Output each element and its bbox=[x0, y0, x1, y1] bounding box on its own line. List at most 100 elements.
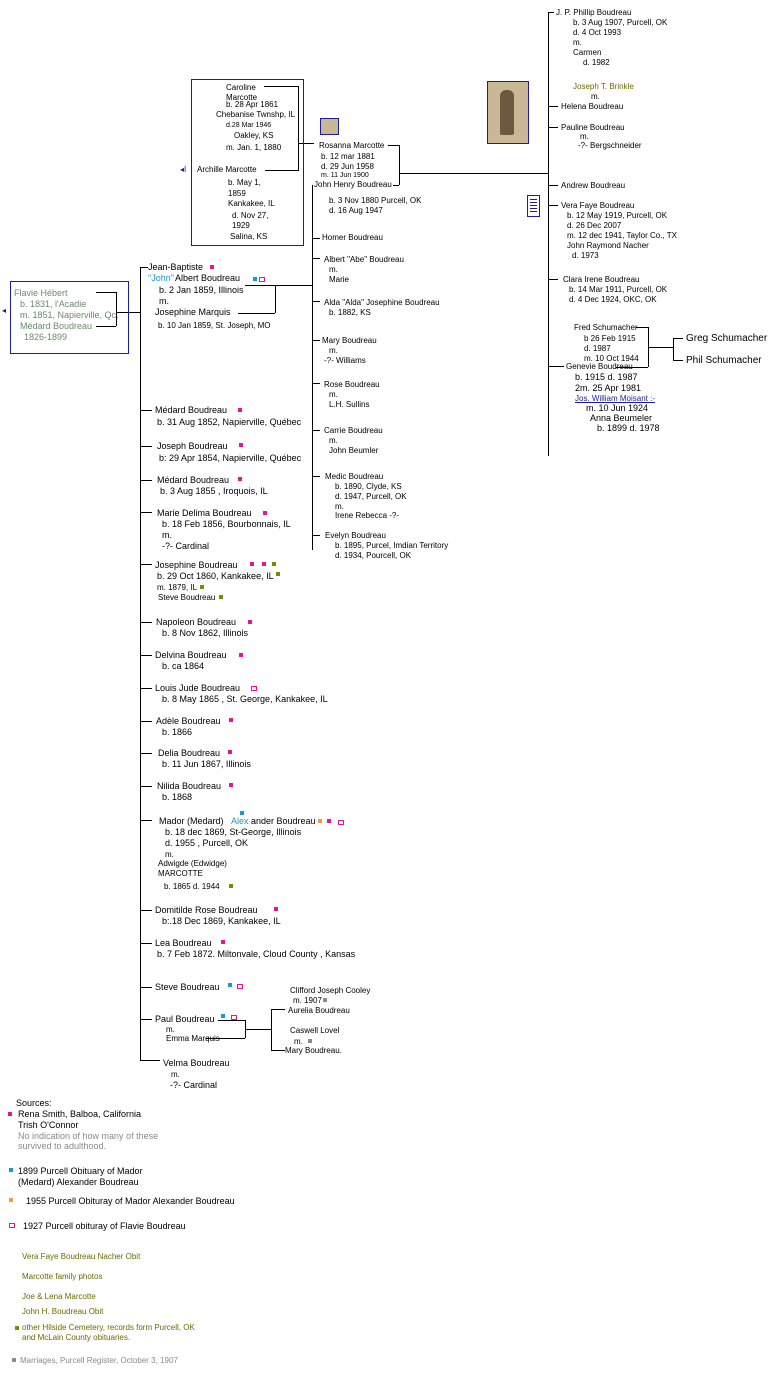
source-marker-1927 bbox=[259, 277, 265, 282]
john-obit-link[interactable]: John H. Boudreau Obit bbox=[22, 1307, 104, 1316]
vera-obit-link[interactable]: Vera Faye Boudreau Nacher Obit bbox=[22, 1252, 141, 1261]
connector bbox=[271, 1050, 285, 1051]
obituary-document-icon[interactable] bbox=[527, 195, 540, 217]
connector bbox=[140, 446, 152, 447]
connector bbox=[96, 326, 116, 327]
navigate-back-arrow[interactable]: ◂ bbox=[2, 306, 7, 315]
joe-lena-link[interactable]: Joe & Lena Marcotte bbox=[22, 1292, 96, 1301]
rosanna-birth: b. 12 mar 1881 bbox=[321, 152, 375, 161]
navigate-back-arrow[interactable]: ◂I bbox=[180, 165, 187, 174]
connector bbox=[140, 721, 152, 722]
archille-name: Archille Marcotte bbox=[197, 165, 257, 174]
source-marker bbox=[229, 783, 233, 787]
connector bbox=[548, 366, 564, 367]
child-birth: b. 1890, Clyde, KS bbox=[335, 482, 402, 491]
connector bbox=[548, 279, 558, 280]
sibling-birth: b. 8 May 1865 , St. George, Kankakee, IL bbox=[162, 694, 328, 704]
spouse-name: L.H. Sullins bbox=[329, 400, 370, 409]
source-marker-rena bbox=[210, 265, 214, 269]
spouse-name: Steve Boudreau bbox=[158, 593, 216, 602]
source-marker bbox=[238, 477, 242, 481]
second-marriage: 2m. 25 Apr 1981 bbox=[575, 383, 642, 393]
family-photo-thumbnail[interactable] bbox=[487, 81, 529, 144]
connector bbox=[96, 292, 116, 293]
connector bbox=[673, 338, 683, 339]
rosanna-photo-thumbnail[interactable] bbox=[320, 118, 339, 135]
spouse-label: m. bbox=[294, 1037, 303, 1046]
child-death: d. 1934, Pourcell, OK bbox=[335, 551, 412, 560]
archille-birth-year: 1859 bbox=[228, 189, 246, 198]
spouse-label: m. bbox=[580, 132, 589, 141]
birth: b 26 Feb 1915 bbox=[584, 334, 636, 343]
connector bbox=[265, 170, 299, 171]
caroline-birth: b. 28 Apr 1861 bbox=[226, 100, 279, 109]
connector bbox=[245, 1029, 271, 1030]
mador-surname: ander Boudreau bbox=[251, 816, 316, 826]
death: d. 4 Dec 1924, OKC, OK bbox=[569, 295, 657, 304]
spouse-name: John Raymond Nacher bbox=[567, 241, 649, 250]
connector bbox=[673, 360, 683, 361]
connector bbox=[636, 327, 648, 328]
spouse-label: m. bbox=[329, 436, 338, 445]
source-1899-obituary-continued: (Medard) Alexander Boudreau bbox=[18, 1177, 139, 1187]
rosanna-death: d. 29 Jun 1958 bbox=[321, 162, 374, 171]
source-marker bbox=[200, 585, 204, 589]
spouse-death: d. 1973 bbox=[572, 251, 599, 260]
hillside-cemetery-continued: and McLain County obituaries. bbox=[22, 1333, 131, 1342]
jos-moisant-link[interactable]: Jos. William Moisant :- bbox=[575, 394, 656, 403]
child-homer: Homer Boudreau bbox=[322, 233, 383, 242]
marcotte-photos-link[interactable]: Marcotte family photos bbox=[22, 1272, 103, 1281]
john-henry-birth: b. 3 Nov 1880 Purcell, OK bbox=[329, 196, 422, 205]
hillside-cemetery-link[interactable]: other Hilside Cemetery, records form Pur… bbox=[22, 1323, 195, 1332]
marriage: m. 10 Oct 1944 bbox=[584, 354, 639, 363]
rosanna-name: Rosanna Marcotte bbox=[319, 141, 385, 150]
connector bbox=[140, 943, 152, 944]
mador-name-link: Alex bbox=[231, 816, 249, 826]
source-marker bbox=[276, 572, 280, 576]
connector bbox=[548, 106, 558, 107]
spouse-name: Emma Marquis bbox=[166, 1034, 220, 1043]
caroline-birthplace: Chebanise Twnshp, IL bbox=[216, 110, 296, 119]
child-birth: b. 1882, KS bbox=[329, 308, 371, 317]
sibling-nilida: Nilida Boudreau bbox=[157, 781, 222, 791]
connector bbox=[673, 338, 674, 360]
connector bbox=[140, 1019, 152, 1020]
source-marker bbox=[272, 562, 276, 566]
sibling-josephine: Josephine Boudreau bbox=[155, 560, 238, 570]
source-marker bbox=[221, 940, 225, 944]
child-albert-abe: Albert "Abe" Boudreau bbox=[324, 255, 404, 264]
medard-name: Médard Boudreau bbox=[20, 321, 93, 331]
sibling-napoleon: Napoleon Boudreau bbox=[156, 617, 237, 627]
connector bbox=[140, 267, 148, 268]
child-birth: b. 1895, Purcel, Imdian Territory bbox=[335, 541, 449, 550]
source-1955-obituary: 1955 Purcell Obituray of Mador Alexander… bbox=[26, 1196, 235, 1206]
birth: b. 2 Jan 1859, Illinois bbox=[159, 285, 244, 295]
source-marker bbox=[228, 750, 232, 754]
spouse-label: m. bbox=[165, 850, 174, 859]
archille-birthplace: Kankakee, IL bbox=[228, 199, 275, 208]
marriage: m. 12 dec 1941, Taylor Co., TX bbox=[567, 231, 677, 240]
connector bbox=[312, 238, 320, 239]
sibling-birth: b. ca 1864 bbox=[162, 661, 205, 671]
connector bbox=[238, 313, 275, 314]
genevie-name: Genevie Boudreau bbox=[566, 362, 633, 371]
connector bbox=[140, 512, 152, 513]
connector bbox=[140, 622, 152, 623]
connector bbox=[312, 340, 320, 341]
marriage: m. 1879, IL bbox=[157, 583, 198, 592]
spouse-name: Carmen bbox=[573, 48, 602, 57]
connector bbox=[140, 410, 152, 411]
sibling-birth: b. 29 Oct 1860, Kankakee, IL bbox=[157, 571, 274, 581]
connector bbox=[140, 1060, 160, 1061]
spouse-label: m. bbox=[171, 1070, 180, 1079]
jp-phillip-name: J. P. Phillip Boudreau bbox=[556, 8, 632, 17]
connector bbox=[312, 476, 320, 477]
child-death: d. 1947, Purcell, OK bbox=[335, 492, 407, 501]
rosanna-married: m. 11 Jun 1900 bbox=[321, 172, 369, 179]
connector bbox=[140, 688, 152, 689]
archille-death: d. Nov 27, bbox=[232, 211, 269, 220]
spouse-name: -?- Cardinal bbox=[162, 541, 210, 551]
connector bbox=[312, 430, 320, 431]
source-marker bbox=[338, 820, 344, 825]
fred-name: Fred Schumacher bbox=[574, 323, 638, 332]
